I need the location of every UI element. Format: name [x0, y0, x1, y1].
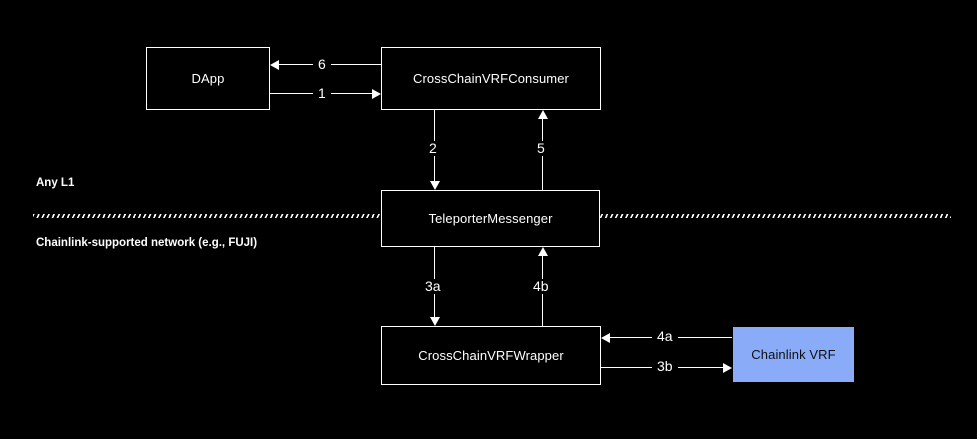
zone-label-any-l1: Any L1: [36, 177, 75, 189]
edge-4a-label: 4a: [652, 329, 678, 344]
edge-3a-label: 3a: [420, 279, 446, 294]
node-chainlink-vrf-label: Chainlink VRF: [751, 347, 836, 362]
edge-4a-arrowhead: [601, 333, 610, 343]
edge-5-label: 5: [532, 141, 550, 156]
edge-4b-arrowhead: [538, 247, 548, 256]
node-crosschainvrfwrapper[interactable]: CrossChainVRFWrapper: [381, 326, 601, 385]
edge-3a-arrowhead: [430, 317, 440, 326]
edge-5-arrowhead: [538, 110, 548, 119]
node-crosschainvrfwrapper-label: CrossChainVRFWrapper: [418, 348, 564, 363]
node-crosschainvrfconsumer-label: CrossChainVRFConsumer: [413, 71, 569, 86]
node-teleportermessenger-label: TeleporterMessenger: [428, 211, 553, 226]
node-crosschainvrfconsumer[interactable]: CrossChainVRFConsumer: [381, 47, 601, 110]
node-chainlink-vrf[interactable]: Chainlink VRF: [732, 326, 855, 383]
edge-2-label: 2: [424, 141, 442, 156]
node-dapp-label: DApp: [191, 71, 225, 86]
edge-3b-arrowhead: [723, 363, 732, 373]
edge-1-label: 1: [313, 86, 331, 101]
edge-3b-label: 3b: [652, 359, 678, 374]
zone-label-chainlink-network: Chainlink-supported network (e.g., FUJI): [36, 237, 258, 249]
edge-4b-label: 4b: [528, 279, 554, 294]
edge-1-arrowhead: [372, 89, 381, 99]
edge-2-arrowhead: [430, 181, 440, 190]
edge-6-label: 6: [313, 57, 331, 72]
edge-6-arrowhead: [270, 60, 279, 70]
node-dapp[interactable]: DApp: [146, 47, 270, 110]
node-teleportermessenger[interactable]: TeleporterMessenger: [381, 190, 600, 247]
